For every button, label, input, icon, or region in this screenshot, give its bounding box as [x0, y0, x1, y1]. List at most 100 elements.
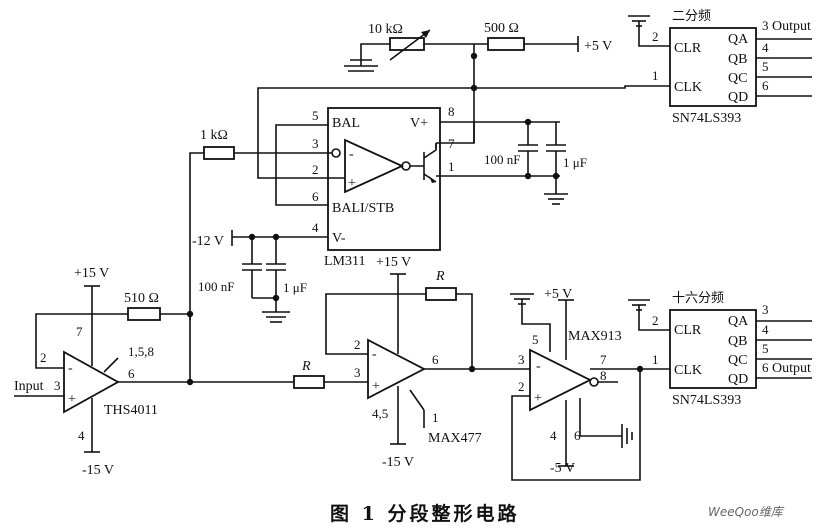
- pos15-a-label: +15 V: [74, 266, 109, 281]
- max477-pin6: 6: [432, 352, 439, 367]
- ths4011-pin2: 2: [40, 350, 47, 365]
- counter-top-pin4: 4: [762, 40, 769, 55]
- neg15-a-label: -15 V: [82, 463, 114, 478]
- watermark: WeeQoo维库: [708, 505, 785, 519]
- max477-opamp: [367, 338, 426, 400]
- ths4011-opamp: [63, 350, 120, 414]
- counter-top-title: 二分频: [672, 9, 711, 24]
- counter-bottom-clk: CLK: [674, 363, 702, 378]
- max913-pin4: 4: [550, 428, 557, 443]
- lm311-pin4: 4: [312, 220, 319, 235]
- max477-plus: +: [372, 379, 380, 394]
- input-label: Input: [14, 379, 44, 394]
- resistor-r-feedback: [425, 287, 457, 301]
- counter-bottom-name: SN74LS393: [672, 393, 741, 408]
- lm311-pin2: 2: [312, 162, 319, 177]
- max913-name: MAX913: [568, 329, 622, 344]
- counter-top-pin3: 3: [762, 18, 769, 33]
- lm311-bal-label: BAL: [332, 116, 360, 131]
- counter-top-clk: CLK: [674, 80, 702, 95]
- counter-top-pin6: 6: [762, 78, 769, 93]
- r-series-label: R: [301, 359, 311, 374]
- pot-label: 10 kΩ: [368, 22, 403, 37]
- lm311-vminus-label: V-: [332, 231, 346, 246]
- max913-output-bubble: [589, 377, 599, 387]
- figure-caption: 图 1 分段整形电路: [330, 502, 519, 525]
- lm311-emitter-arrow: [429, 176, 436, 183]
- neg5-b-label: -5 V: [550, 461, 575, 476]
- ths4011-pin3: 3: [54, 378, 61, 393]
- counter-top-pin1: 1: [652, 68, 659, 83]
- max913-comparator: [529, 348, 593, 412]
- counter-top-name: SN74LS393: [672, 111, 741, 126]
- r500-label: 500 Ω: [484, 21, 519, 36]
- lm311-pin8: 8: [448, 104, 455, 119]
- neg15-b-label: -15 V: [382, 455, 414, 470]
- neg12-label: -12 V: [192, 234, 224, 249]
- counter-bottom-pin6: 6: [762, 360, 769, 375]
- lm311-comparator-symbol: [344, 138, 405, 194]
- resistor-500: [487, 37, 525, 51]
- lm311-output-transistor: [410, 143, 437, 183]
- counter-top-qd: QD: [728, 90, 748, 105]
- counter-bottom-qa: QA: [728, 314, 749, 329]
- lm311-pin7-wire: [435, 122, 475, 149]
- max477-pin1: 1: [432, 410, 439, 425]
- counter-bottom-qd: QD: [728, 372, 748, 387]
- max913-pin8: 8: [600, 368, 607, 383]
- counter-bottom-pin1: 1: [652, 352, 659, 367]
- resistor-1k: [203, 146, 235, 160]
- bal-link-wire: [275, 124, 300, 206]
- pos15-b-label: +15 V: [376, 255, 411, 270]
- counter-top-pin2: 2: [652, 29, 659, 44]
- max477-pin2: 2: [354, 337, 361, 352]
- max913-plus: +: [534, 391, 542, 406]
- lm311-pin6: 6: [312, 189, 319, 204]
- clk-top-wire: [474, 85, 670, 89]
- resistor-510: [127, 307, 161, 321]
- cap-1uf-top: 1 μF: [563, 155, 587, 170]
- noninverting-feedback-wire: [257, 87, 474, 179]
- r1k-label: 1 kΩ: [200, 128, 228, 143]
- counter-bottom-qb: QB: [728, 334, 747, 349]
- counter-bottom-pin5: 5: [762, 341, 769, 356]
- lm311-name: LM311: [324, 254, 365, 269]
- counter-top-qc: QC: [728, 71, 747, 86]
- counter-top-output-label: Output: [772, 19, 811, 34]
- lm311-plus-sign: +: [348, 176, 356, 191]
- counter-bottom-pin2: 2: [652, 313, 659, 328]
- ths4011-pin4: 4: [78, 428, 85, 443]
- cap-100nf-top: 100 nF: [484, 152, 520, 167]
- cap-100nf-bottom: 100 nF: [198, 279, 234, 294]
- lm311-pin7: 7: [448, 136, 455, 151]
- ths4011-pin7: 7: [76, 324, 83, 339]
- max913-pin5: 5: [532, 332, 539, 347]
- counter-bottom-qc: QC: [728, 353, 747, 368]
- counter-bottom-pin3: 3: [762, 302, 769, 317]
- counter-bottom-pin4: 4: [762, 322, 769, 337]
- lm311-balstb-label: BALI/STB: [332, 201, 394, 216]
- counter-top-clr: CLR: [674, 41, 702, 56]
- counter-top-chip: [669, 27, 757, 107]
- counter-bottom-chip: [669, 309, 757, 389]
- max477-minus: -: [372, 347, 377, 362]
- cap-1uf-bottom: 1 μF: [283, 280, 307, 295]
- max477-name: MAX477: [428, 431, 482, 446]
- counter-bottom-clr: CLR: [674, 323, 702, 338]
- counter-bottom-output-label: Output: [772, 361, 811, 376]
- max477-pin3: 3: [354, 365, 361, 380]
- vcc-top-label: +5 V: [584, 39, 612, 54]
- lm311-pin5: 5: [312, 108, 319, 123]
- r-feedback-label: R: [435, 269, 445, 284]
- counter-bottom-title: 十六分频: [672, 291, 724, 306]
- max913-pin7: 7: [600, 352, 607, 367]
- max477-pins45: 4,5: [372, 406, 388, 421]
- resistor-r-series: [293, 375, 325, 389]
- ths4011-plus: +: [68, 392, 76, 407]
- pos5-b-label: +5 V: [544, 287, 572, 302]
- max913-pin2: 2: [518, 379, 525, 394]
- max913-minus: -: [536, 359, 541, 374]
- lm311-pin1: 1: [448, 159, 455, 174]
